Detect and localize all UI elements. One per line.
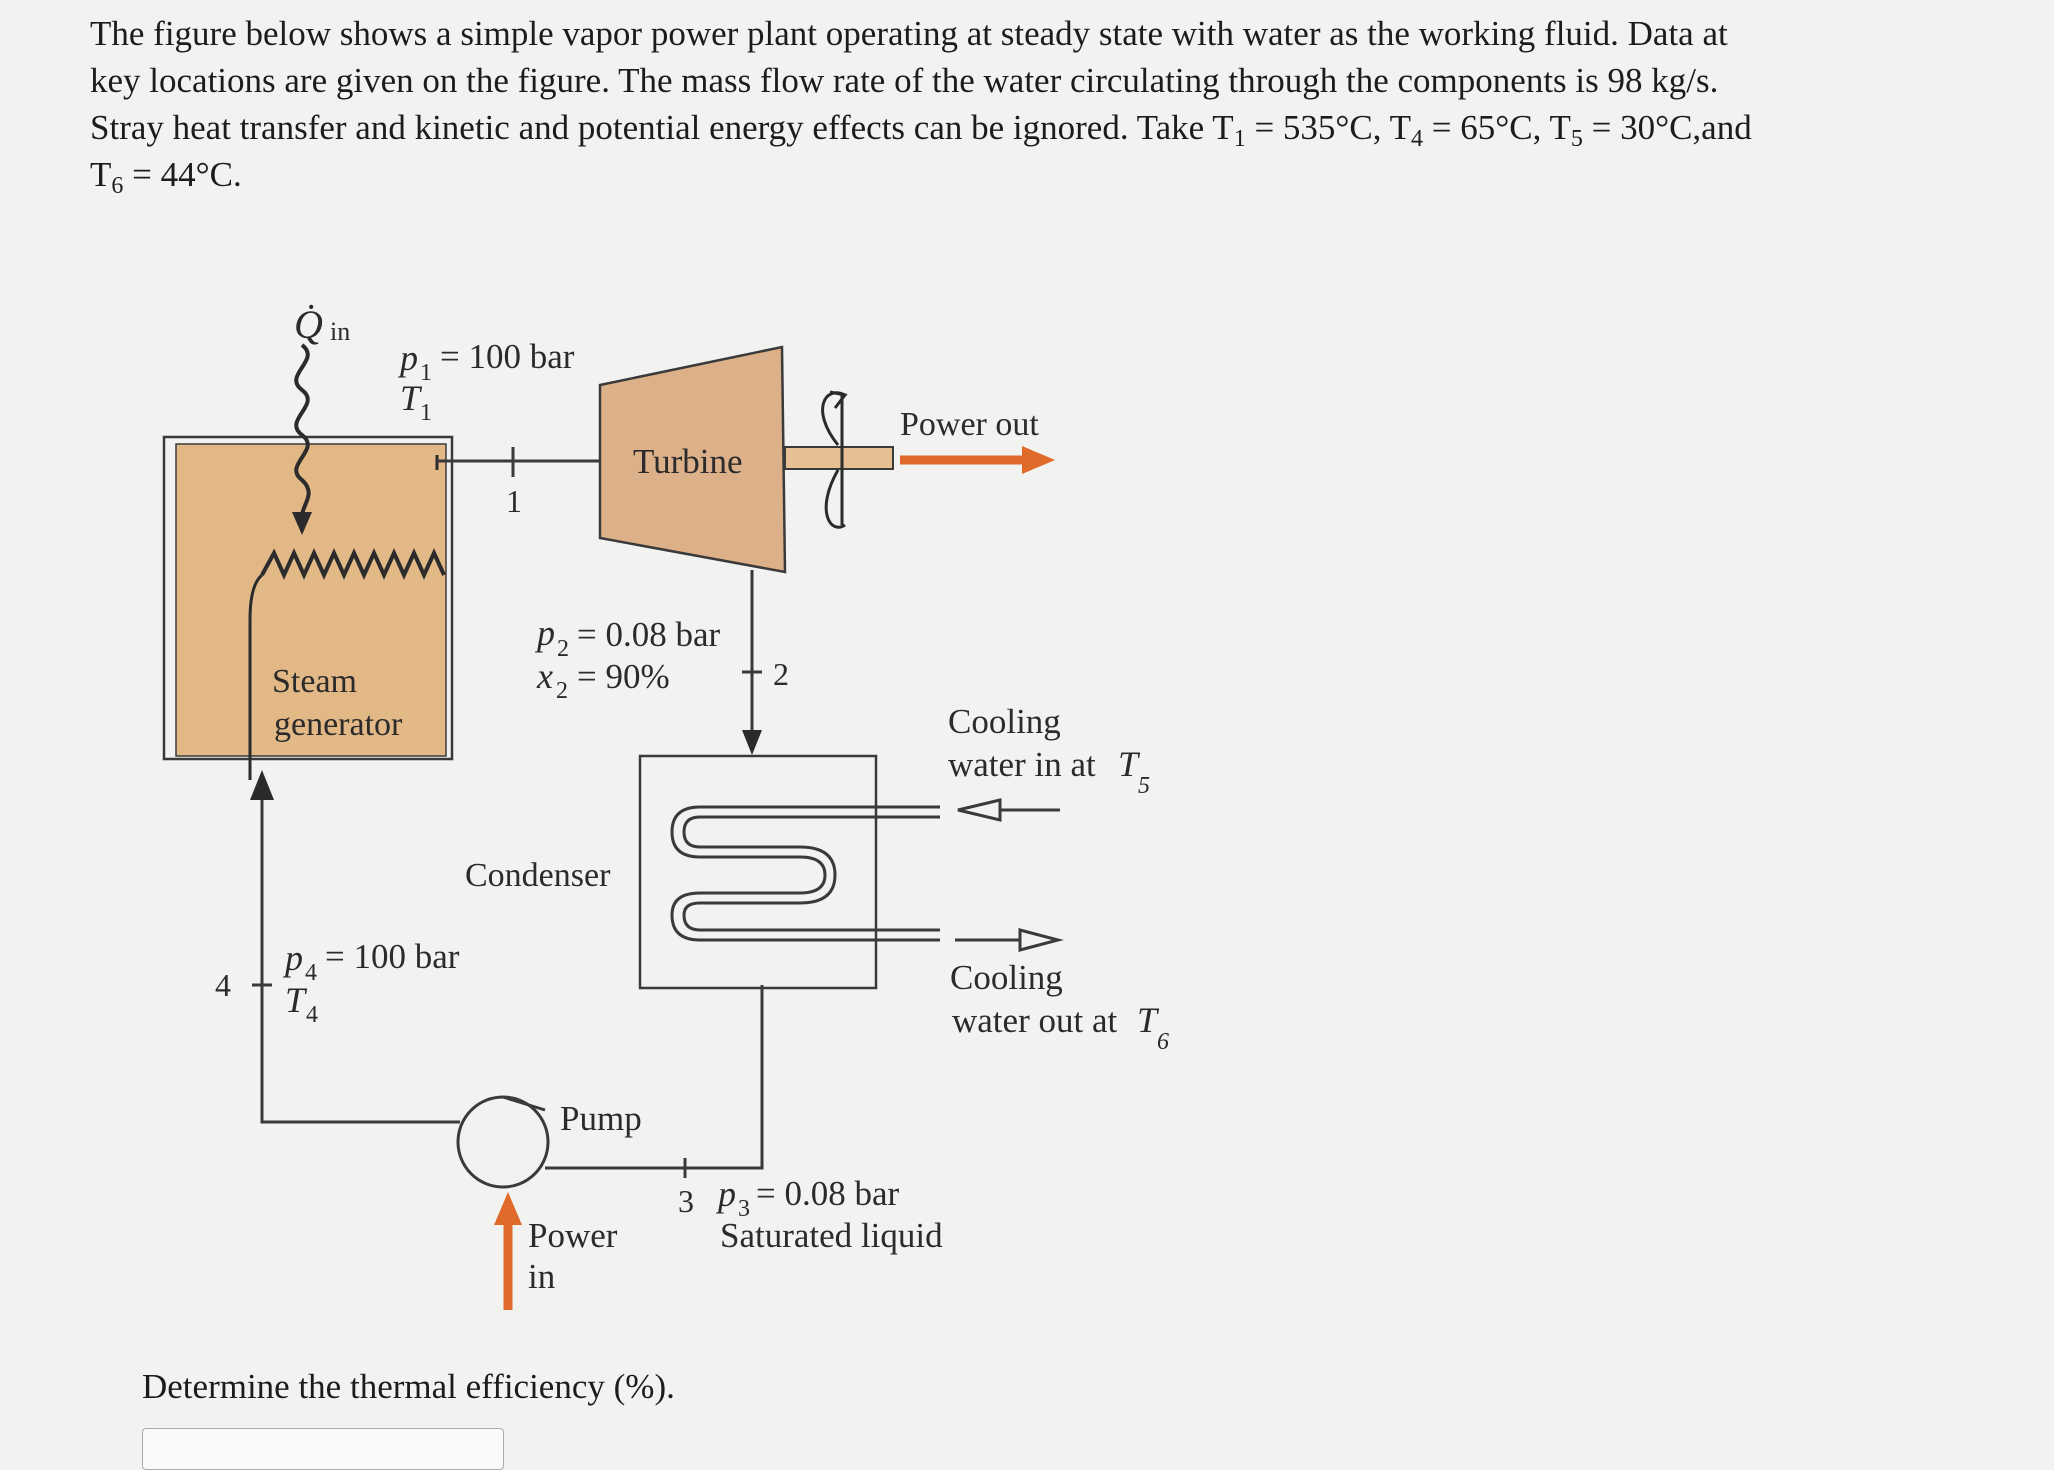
state2-p-value: = 0.08 bar xyxy=(577,615,721,654)
q-in-subscript: in xyxy=(330,317,350,346)
cooling-out-var: T xyxy=(1137,1000,1160,1040)
steam-generator: Steam generator xyxy=(162,435,454,780)
problem-statement: The figure below shows a simple vapor po… xyxy=(90,10,1990,198)
state-1-labels: p 1 = 100 bar T 1 1 xyxy=(397,337,575,519)
state2-x-var: x xyxy=(536,656,553,696)
cooling-in-sub: 5 xyxy=(1138,773,1150,799)
heat-input: Q̇ in xyxy=(292,302,350,535)
state1-number: 1 xyxy=(506,483,522,519)
state1-p-value: = 100 bar xyxy=(440,337,575,376)
state4-p-var: p xyxy=(282,938,303,978)
state1-p-var: p xyxy=(397,338,418,378)
condenser-shell xyxy=(638,754,878,990)
cooling-water-in: Cooling water in at T 5 xyxy=(948,702,1150,822)
power-in-label-2: in xyxy=(528,1257,555,1296)
state1-t-sub: 1 xyxy=(420,400,432,426)
state2-p-sub: 2 xyxy=(557,636,569,662)
problem-line-2: key locations are given on the figure. T… xyxy=(90,61,1719,100)
heat-input-wavy-arrow xyxy=(294,343,311,521)
turbine: Turbine xyxy=(598,345,894,574)
question-text: Determine the thermal efficiency (%). xyxy=(142,1367,675,1406)
state2-p-var: p xyxy=(534,613,555,653)
turbine-shaft xyxy=(784,446,894,470)
state4-t-var: T xyxy=(285,980,308,1020)
state-2-labels: p 2 = 0.08 bar x 2 = 90% 2 xyxy=(534,613,789,704)
steam-generator-label-2: generator xyxy=(274,706,403,743)
heating-coil xyxy=(260,548,446,580)
turbine-label: Turbine xyxy=(633,442,743,481)
cooling-out-label-1: Cooling xyxy=(950,958,1063,997)
cooling-in-label-1: Cooling xyxy=(948,702,1061,741)
state3-p-sub: 3 xyxy=(738,1196,750,1222)
state2-x-sub: 2 xyxy=(556,678,568,704)
pipe-4 xyxy=(260,780,460,1124)
state3-number: 3 xyxy=(678,1183,694,1219)
cooling-in-label-2: water in at xyxy=(948,745,1096,784)
state-4-labels: 4 p 4 = 100 bar T 4 xyxy=(215,937,460,1028)
turbine-body xyxy=(598,345,787,574)
state-3-labels: 3 p 3 = 0.08 bar Saturated liquid xyxy=(678,1174,943,1255)
pump-label: Pump xyxy=(560,1099,642,1138)
condenser-label: Condenser xyxy=(465,857,611,894)
cooling-out-sub: 6 xyxy=(1157,1029,1169,1055)
cooling-in-arrowhead xyxy=(957,798,1002,822)
state2-number: 2 xyxy=(773,656,789,692)
power-in-label-1: Power xyxy=(528,1216,618,1255)
condenser: Condenser xyxy=(465,754,940,990)
state4-p-sub: 4 xyxy=(305,960,317,986)
arrow-into-generator xyxy=(250,770,274,800)
cooling-in-var: T xyxy=(1118,744,1141,784)
problem-line-3: Stray heat transfer and kinetic and pote… xyxy=(90,108,1752,152)
state1-p-sub: 1 xyxy=(420,360,432,386)
steam-generator-body xyxy=(175,443,447,757)
pump-body xyxy=(456,1095,550,1189)
problem-line-1: The figure below shows a simple vapor po… xyxy=(90,14,1728,53)
piping xyxy=(252,447,764,1178)
power-out: Power out xyxy=(900,406,1055,474)
pump: Pump xyxy=(456,1095,642,1189)
state2-x-value: = 90% xyxy=(577,657,670,696)
pipe-3 xyxy=(545,985,764,1170)
cooling-water-out: Cooling water out at T 6 xyxy=(950,928,1169,1055)
power-in-arrowhead xyxy=(494,1192,522,1225)
steam-generator-label-1: Steam xyxy=(272,663,357,700)
power-in: Power in xyxy=(494,1192,618,1310)
state3-p-value: = 0.08 bar xyxy=(756,1174,900,1213)
problem-line-4: T6 = 44°C. xyxy=(90,155,242,199)
power-out-label: Power out xyxy=(900,406,1039,443)
state3-description: Saturated liquid xyxy=(720,1216,943,1255)
state4-p-value: = 100 bar xyxy=(325,937,460,976)
steam-generator-outer xyxy=(162,435,454,761)
state4-t-sub: 4 xyxy=(306,1002,318,1028)
condenser-coil xyxy=(670,805,940,942)
cooling-out-label-2: water out at xyxy=(952,1001,1117,1040)
q-in-symbol: Q̇ xyxy=(294,302,323,347)
arrow-into-condenser xyxy=(742,730,762,755)
power-out-arrowhead xyxy=(1022,446,1055,474)
answer-input[interactable] xyxy=(142,1428,504,1470)
state4-number: 4 xyxy=(215,967,231,1003)
state3-p-var: p xyxy=(715,1174,736,1214)
cooling-out-arrowhead xyxy=(1018,928,1064,952)
state1-t-var: T xyxy=(400,378,423,418)
